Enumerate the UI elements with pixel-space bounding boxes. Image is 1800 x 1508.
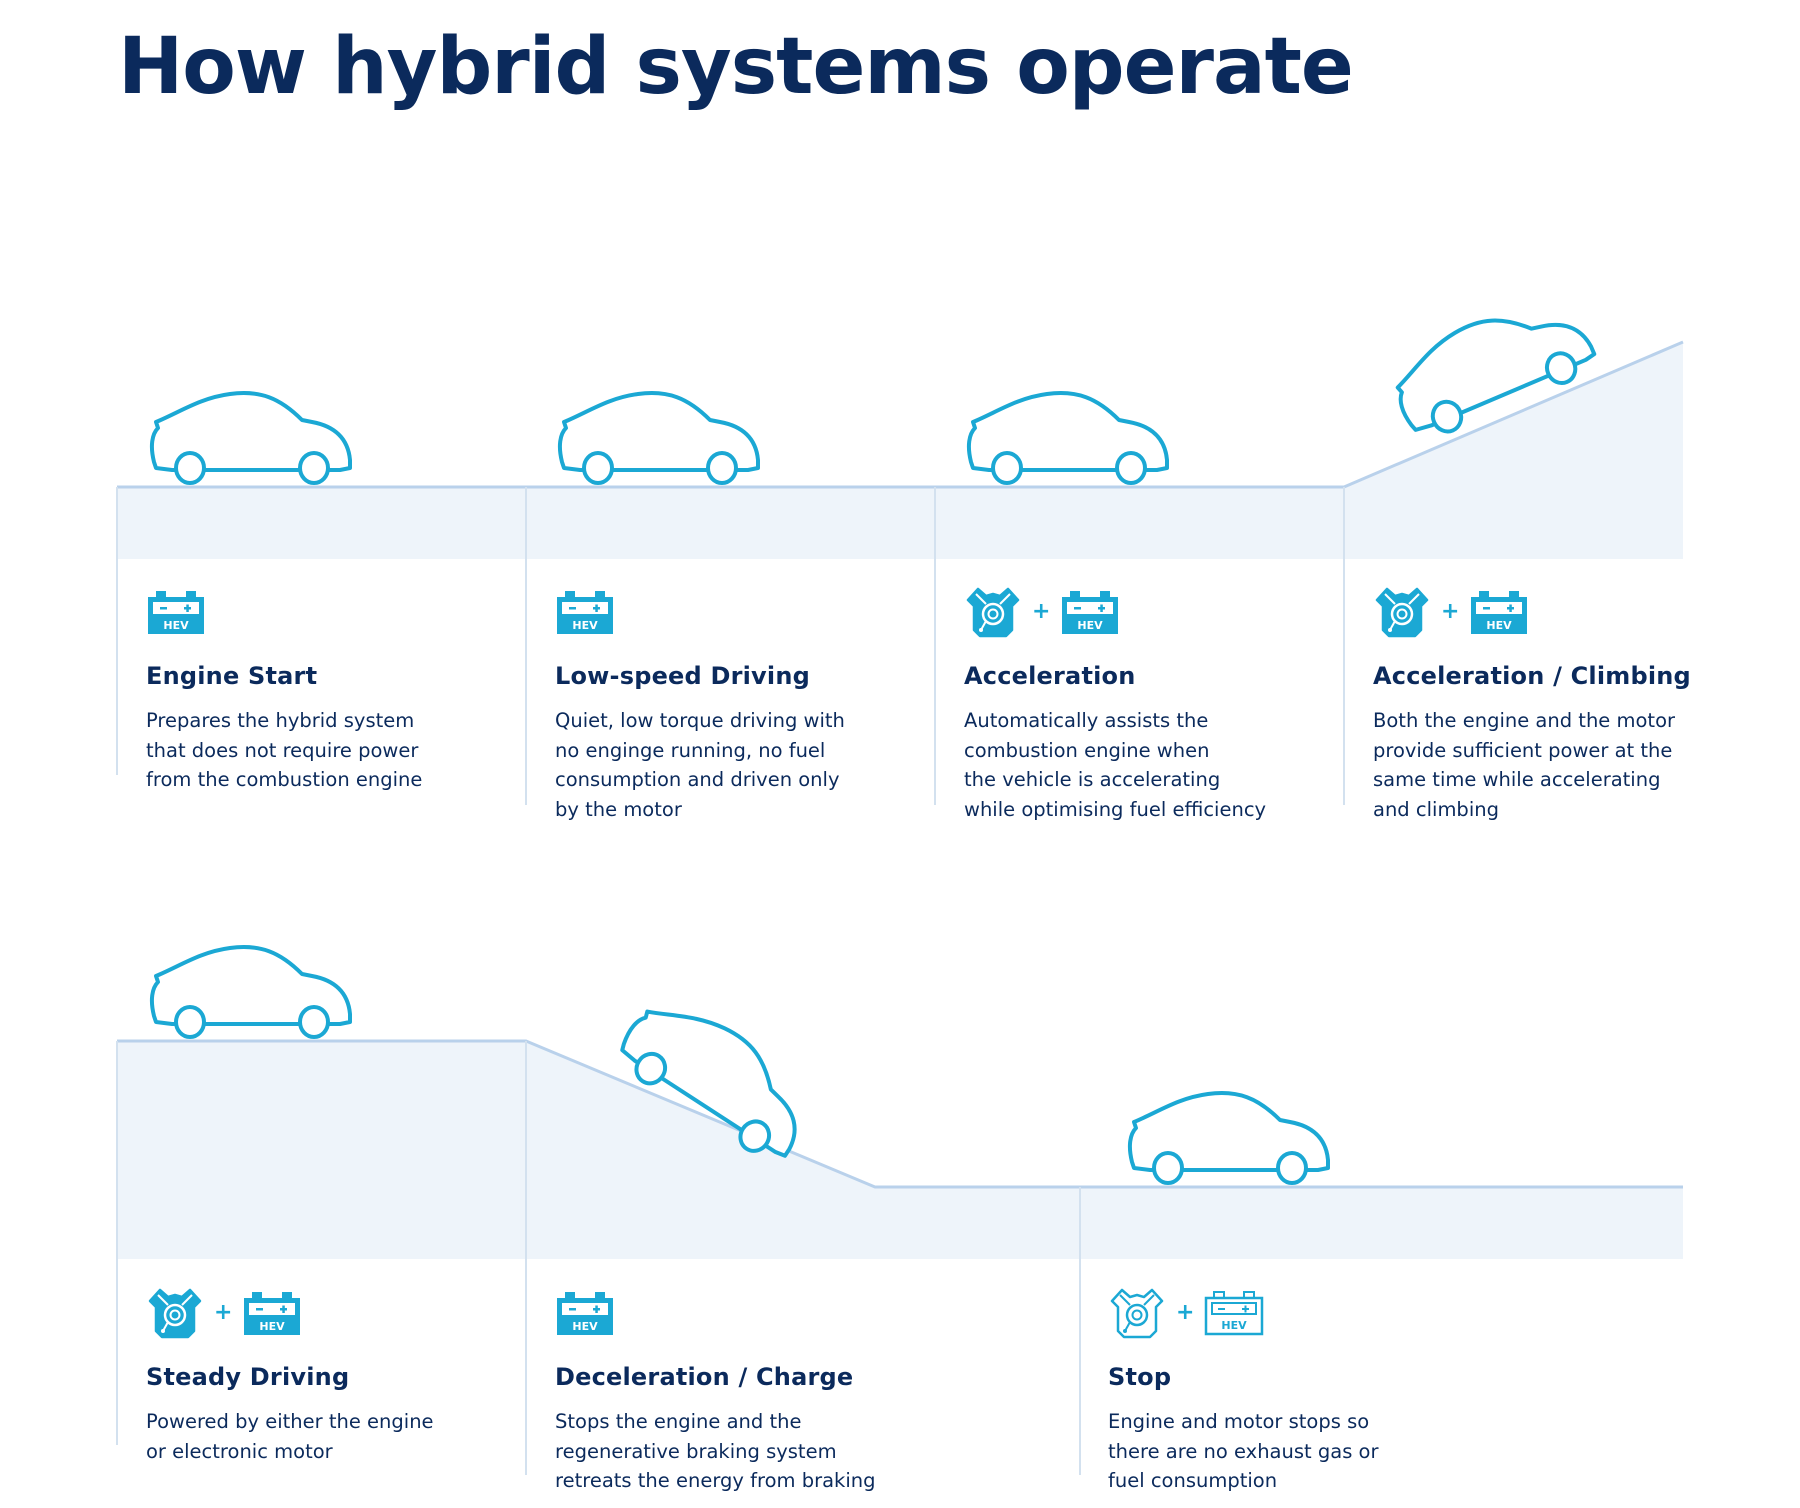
stage-description: Prepares the hybrid system that does not… xyxy=(146,709,423,791)
stage-description: Stops the engine and the regenerative br… xyxy=(555,1410,876,1492)
engine-icon xyxy=(966,587,1020,638)
stage-card-acceleration: + HEV Acceleration Automatically assists … xyxy=(964,586,1344,824)
stage-card-acceleration-climbing: + HEV Acceleration / Climbing Both the en… xyxy=(1373,586,1753,824)
stage-title: Deceleration / Charge xyxy=(555,1363,854,1391)
battery-hev-icon: HEV xyxy=(244,1292,301,1335)
svg-text:HEV: HEV xyxy=(572,619,598,632)
stage-card-deceleration-charge: HEV Deceleration / Charge Stops the engi… xyxy=(555,1287,935,1496)
stage-description: Both the engine and the motor provide su… xyxy=(1373,709,1676,821)
ground-row2 xyxy=(117,1041,1683,1259)
battery-hev-icon: HEV xyxy=(148,591,204,634)
battery-hev-icon: HEV xyxy=(1062,591,1119,634)
engine-outline-icon xyxy=(1110,1288,1164,1339)
plus-icon: + xyxy=(1441,599,1460,624)
svg-text:HEV: HEV xyxy=(1222,1319,1248,1332)
battery-hev-icon: HEV xyxy=(557,591,613,634)
stage-title: Engine Start xyxy=(146,662,318,690)
car-icon xyxy=(557,391,760,485)
car-icon xyxy=(149,391,352,485)
ground-line-row2 xyxy=(117,1039,1683,1189)
car-icon xyxy=(1127,1091,1330,1185)
stage-title: Steady Driving xyxy=(146,1363,350,1391)
stage-title: Acceleration / Climbing xyxy=(1373,662,1691,690)
stage-title: Low-speed Driving xyxy=(555,662,810,690)
battery-hev-icon: HEV xyxy=(1471,591,1528,634)
svg-text:HEV: HEV xyxy=(163,619,189,632)
battery-hev-icon: HEV xyxy=(557,1292,613,1335)
power-source-icons: + HEV xyxy=(1373,586,1753,638)
power-source-icons: HEV xyxy=(555,1287,935,1339)
power-source-icons: + HEV xyxy=(964,586,1344,638)
plus-icon: + xyxy=(214,1300,233,1325)
stage-card-low-speed-driving: HEV Low-speed Driving Quiet, low torque … xyxy=(555,586,935,824)
car-icon xyxy=(149,945,352,1039)
stage-title: Acceleration xyxy=(964,662,1136,690)
battery-hev-outline-icon: HEV xyxy=(1205,1291,1264,1336)
page-title: How hybrid systems operate xyxy=(118,22,1354,112)
stage-card-engine-start: HEV Engine Start Prepares the hybrid sys… xyxy=(146,586,526,795)
ground-row1 xyxy=(117,342,1683,559)
svg-text:HEV: HEV xyxy=(1078,619,1104,632)
engine-icon xyxy=(1375,587,1429,638)
stage-description: Engine and motor stops so there are no e… xyxy=(1108,1410,1379,1492)
engine-icon xyxy=(148,1288,202,1339)
power-source-icons: HEV xyxy=(146,586,526,638)
plus-icon: + xyxy=(1032,599,1051,624)
svg-text:HEV: HEV xyxy=(260,1320,286,1333)
svg-text:HEV: HEV xyxy=(572,1320,598,1333)
power-source-icons: + HEV xyxy=(146,1287,526,1339)
power-source-icons: + HEV xyxy=(1108,1287,1488,1339)
svg-text:HEV: HEV xyxy=(1487,619,1513,632)
stage-description: Quiet, low torque driving with no enging… xyxy=(555,709,845,821)
stage-card-stop: + HEV Stop Engine and motor stops so ther… xyxy=(1108,1287,1488,1496)
car-icon xyxy=(966,391,1169,485)
stage-description: Powered by either the engine or electron… xyxy=(146,1410,434,1463)
stage-title: Stop xyxy=(1108,1363,1172,1391)
stage-card-steady-driving: + HEV Steady Driving Powered by either th… xyxy=(146,1287,526,1466)
power-source-icons: HEV xyxy=(555,586,935,638)
stage-description: Automatically assists the combustion eng… xyxy=(964,709,1267,821)
plus-icon: + xyxy=(1176,1300,1195,1325)
